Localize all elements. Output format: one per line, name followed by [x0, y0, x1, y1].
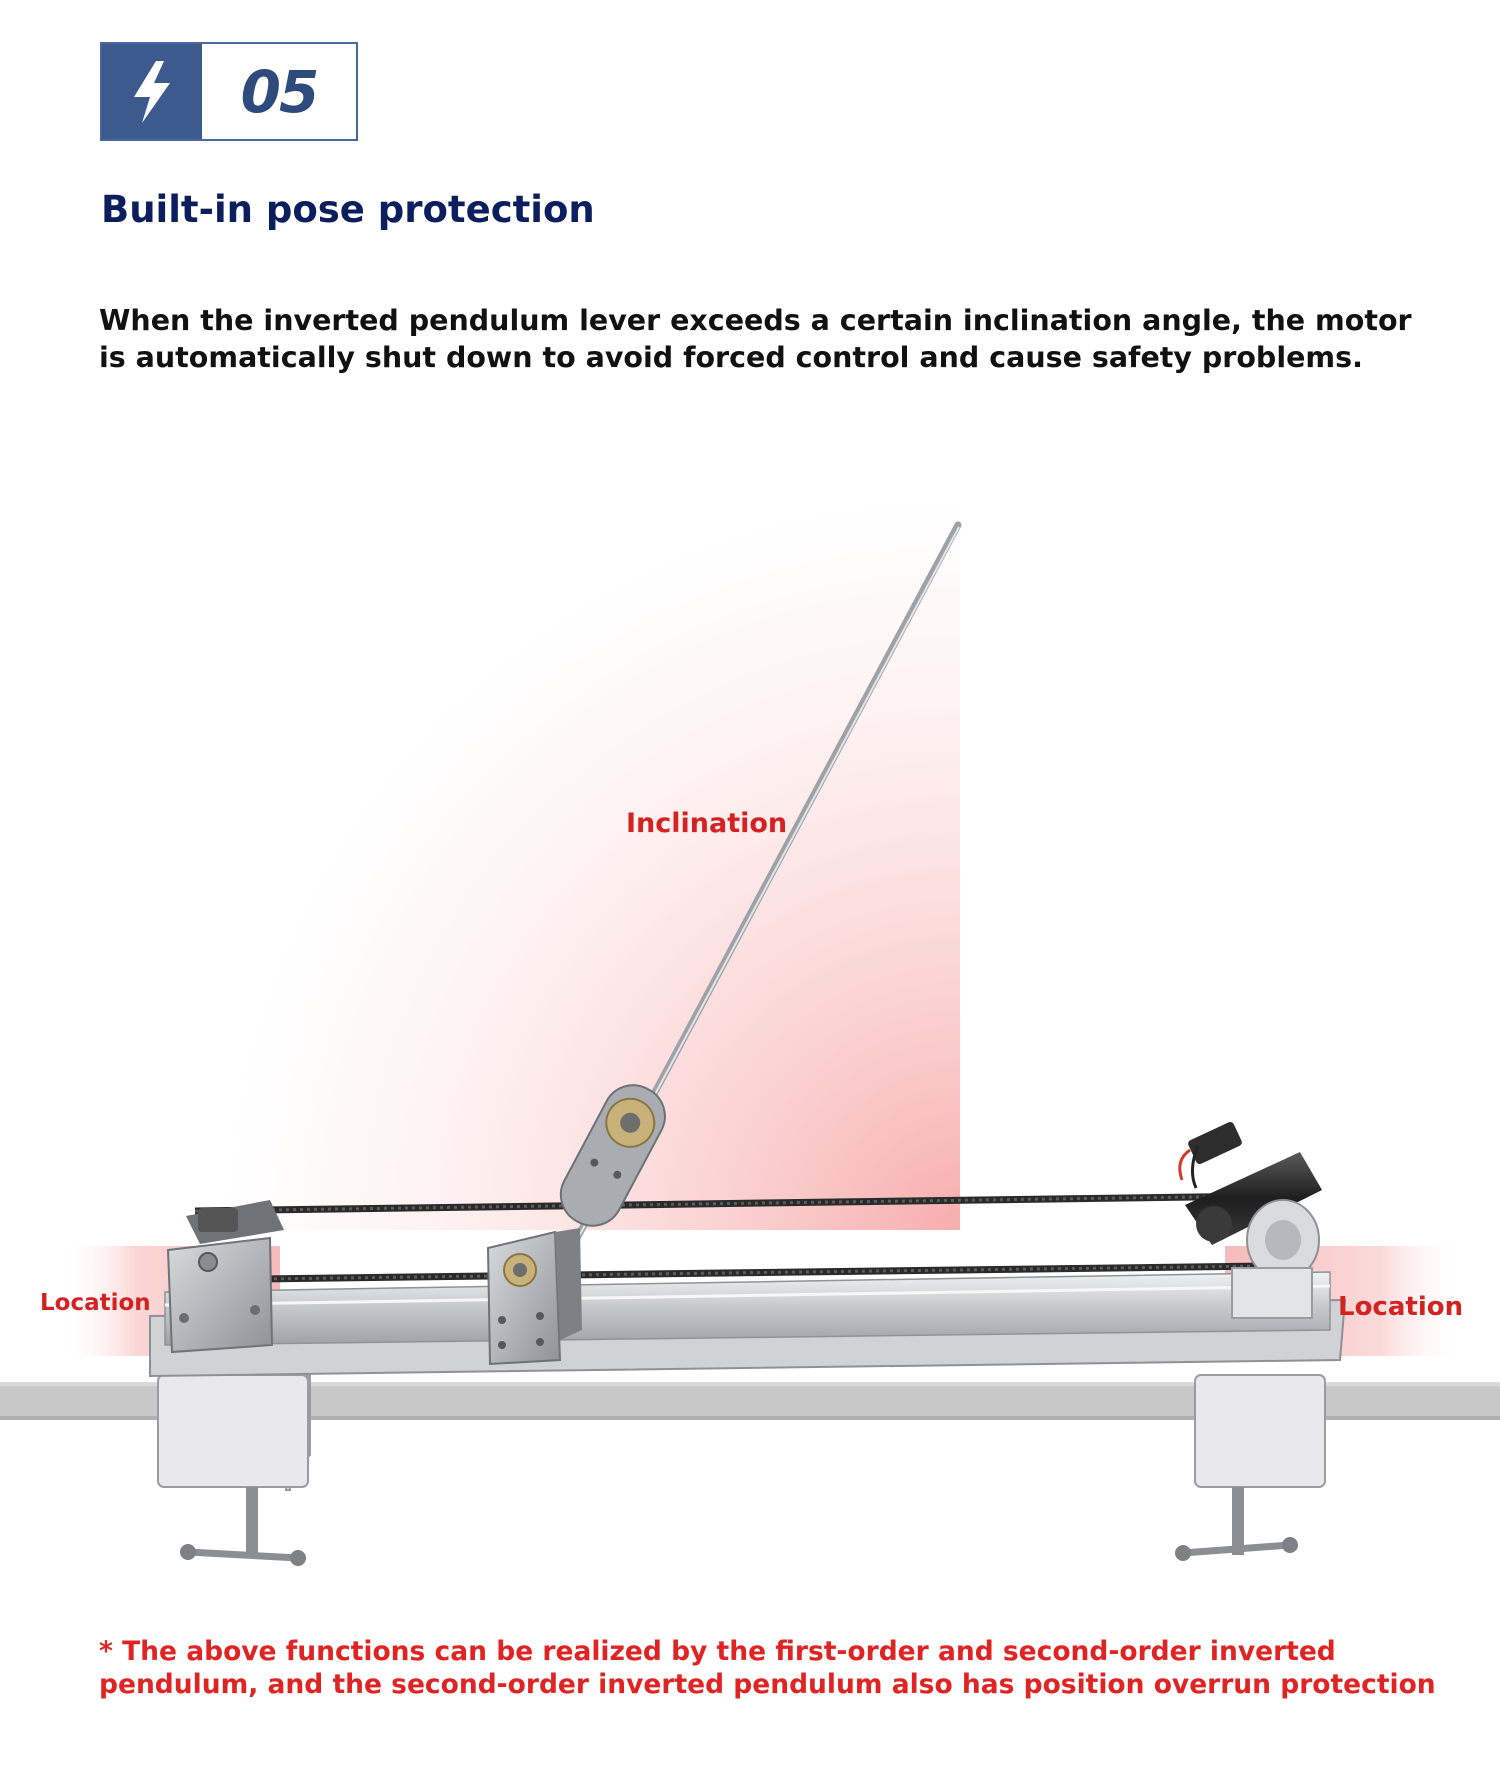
lightning-bolt-icon — [102, 44, 202, 139]
inclination-label: Inclination — [626, 808, 788, 839]
location-label-right: Location — [1338, 1292, 1464, 1322]
location-label-left: Location — [40, 1290, 151, 1316]
inverted-pendulum-illustration — [0, 492, 1500, 1566]
inclination-zone — [222, 492, 960, 1230]
drive-motor — [1178, 1121, 1322, 1319]
section-number: 05 — [240, 57, 320, 126]
upper-joint — [559, 1084, 666, 1227]
section-number-badge: 05 — [100, 42, 358, 141]
page-title: Built-in pose protection — [101, 188, 595, 231]
cart-slider — [486, 1228, 582, 1366]
clamp-left — [157, 1374, 311, 1566]
footnote: * The above functions can be realized by… — [99, 1636, 1436, 1700]
timing-belt — [194, 1192, 1266, 1283]
clamp-right — [1175, 1374, 1326, 1561]
left-end-bracket — [166, 1200, 284, 1354]
feature-description: When the inverted pendulum lever exceeds… — [99, 304, 1412, 374]
